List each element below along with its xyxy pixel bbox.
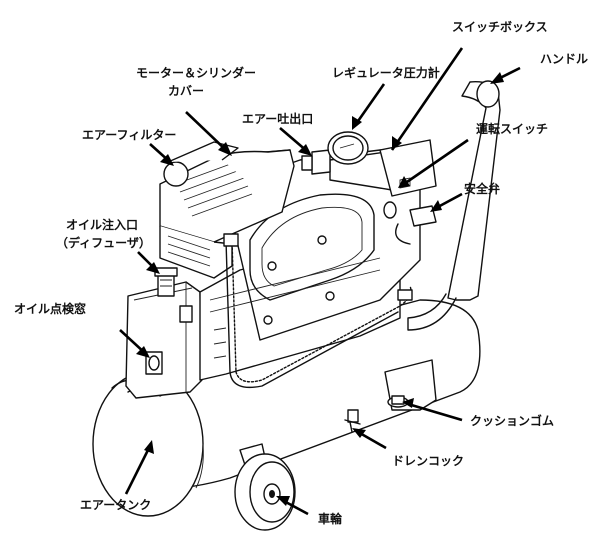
label-air-filter: エアーフィルター (82, 128, 177, 142)
handle-shape (407, 80, 501, 331)
label-oil-inlet-line1: オイル注入口 (66, 218, 139, 232)
hoses (223, 233, 413, 389)
label-handle: ハンドル (540, 52, 589, 66)
safety-valve-shape (395, 205, 437, 245)
drain-cock-shape (344, 409, 361, 433)
switch-box-shape (379, 139, 437, 219)
wheel-shape (234, 453, 296, 531)
crankcase-shape (125, 267, 203, 399)
label-oil-window: オイル点検窓 (14, 302, 87, 316)
label-motor-cover-line2: カバー (168, 84, 205, 98)
air-tank-shape (92, 299, 481, 517)
label-motor-cover-line1: モーター＆シリンダー (136, 66, 257, 80)
top-cover-shape (159, 141, 295, 279)
label-run-switch: 運転スイッチ (476, 122, 549, 136)
label-drain-cock: ドレンコック (392, 454, 465, 468)
label-safety-valve: 安全弁 (464, 182, 501, 196)
label-regulator-gauge: レギュレータ圧力計 (332, 66, 440, 80)
oil-window-shape (145, 351, 163, 375)
label-wheel: 車輪 (318, 512, 343, 526)
label-air-tank: エアータンク (80, 498, 152, 512)
label-switch-box: スイッチボックス (452, 20, 548, 34)
label-air-outlet: エアー吐出口 (242, 112, 314, 126)
label-oil-inlet-line2: （ディフューザ） (56, 236, 151, 250)
label-cushion-rubber: クッションゴム (470, 414, 555, 428)
motor-cover-shape (199, 149, 421, 381)
callout-arrows (119, 47, 521, 516)
